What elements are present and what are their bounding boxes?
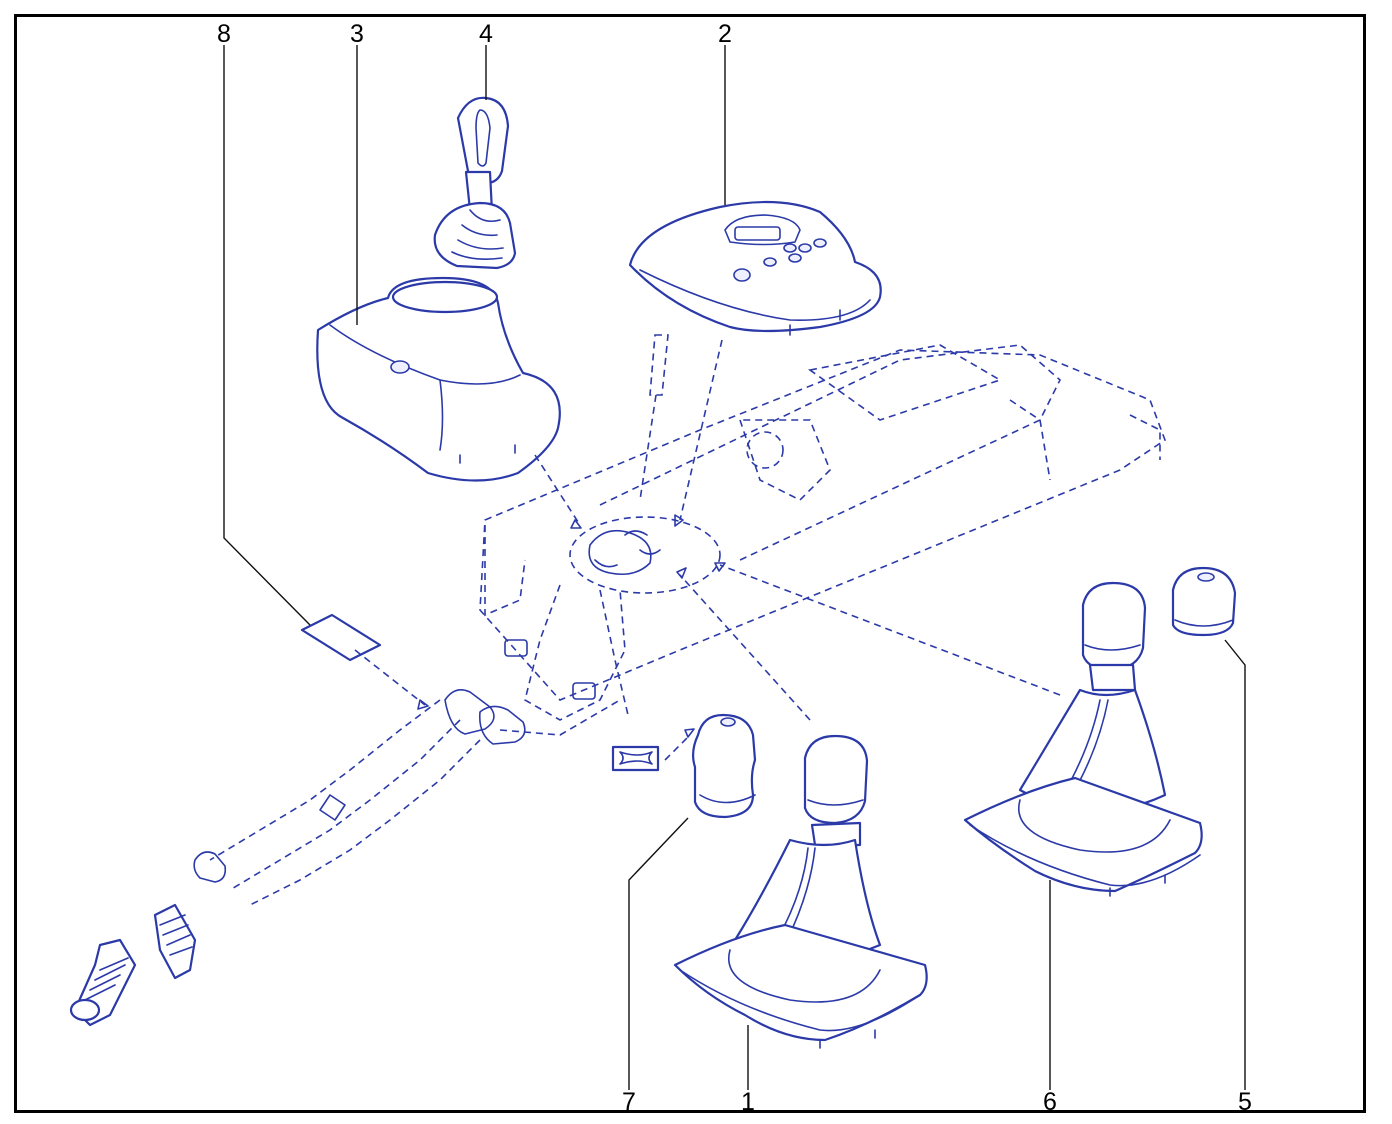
center-console-outline <box>479 334 1166 721</box>
diagram-frame <box>14 14 1366 1113</box>
automatic-console-trim <box>316 276 561 482</box>
callout-3: 3 <box>350 20 364 48</box>
callout-8: 8 <box>217 20 231 48</box>
leader-lines <box>223 45 1246 1090</box>
automatic-shift-lever <box>433 96 517 270</box>
gear-lever-boot-assembly <box>673 734 928 1049</box>
assembly-lines <box>354 339 1061 761</box>
label-card <box>300 613 382 662</box>
gear-knob-large <box>1171 566 1237 637</box>
callout-2: 2 <box>718 20 732 48</box>
console-trim-with-display <box>628 200 882 336</box>
callout-5: 5 <box>1238 1088 1252 1116</box>
callout-1: 1 <box>741 1088 755 1116</box>
gear-knob-small <box>611 713 757 819</box>
shift-cable-assembly <box>69 689 621 1027</box>
callout-4: 4 <box>479 20 493 48</box>
callout-6: 6 <box>1043 1088 1057 1116</box>
callout-7: 7 <box>622 1088 636 1116</box>
callout-numbers: 8 3 4 2 7 1 6 5 <box>217 20 1252 1116</box>
gear-lever-boot-assembly-large <box>963 581 1203 897</box>
